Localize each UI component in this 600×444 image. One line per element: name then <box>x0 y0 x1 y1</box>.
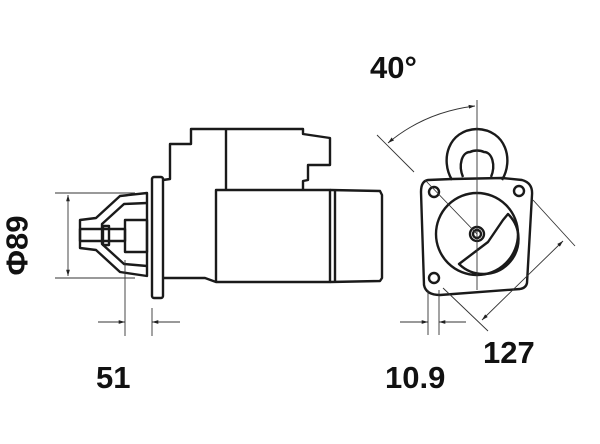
angle-label: 40° <box>370 50 417 85</box>
flange-offset-label: 51 <box>96 360 131 395</box>
mounting-flange <box>150 175 165 300</box>
end-cap <box>329 188 384 284</box>
bolt-span-label: 127 <box>483 335 535 370</box>
diameter-label: Φ89 <box>0 215 35 276</box>
front-view <box>376 100 576 335</box>
pinion-housing <box>78 191 149 278</box>
side-view <box>55 127 384 336</box>
motor-body <box>214 188 332 284</box>
solenoid <box>162 127 332 190</box>
hole-offset-label: 10.9 <box>385 360 446 395</box>
